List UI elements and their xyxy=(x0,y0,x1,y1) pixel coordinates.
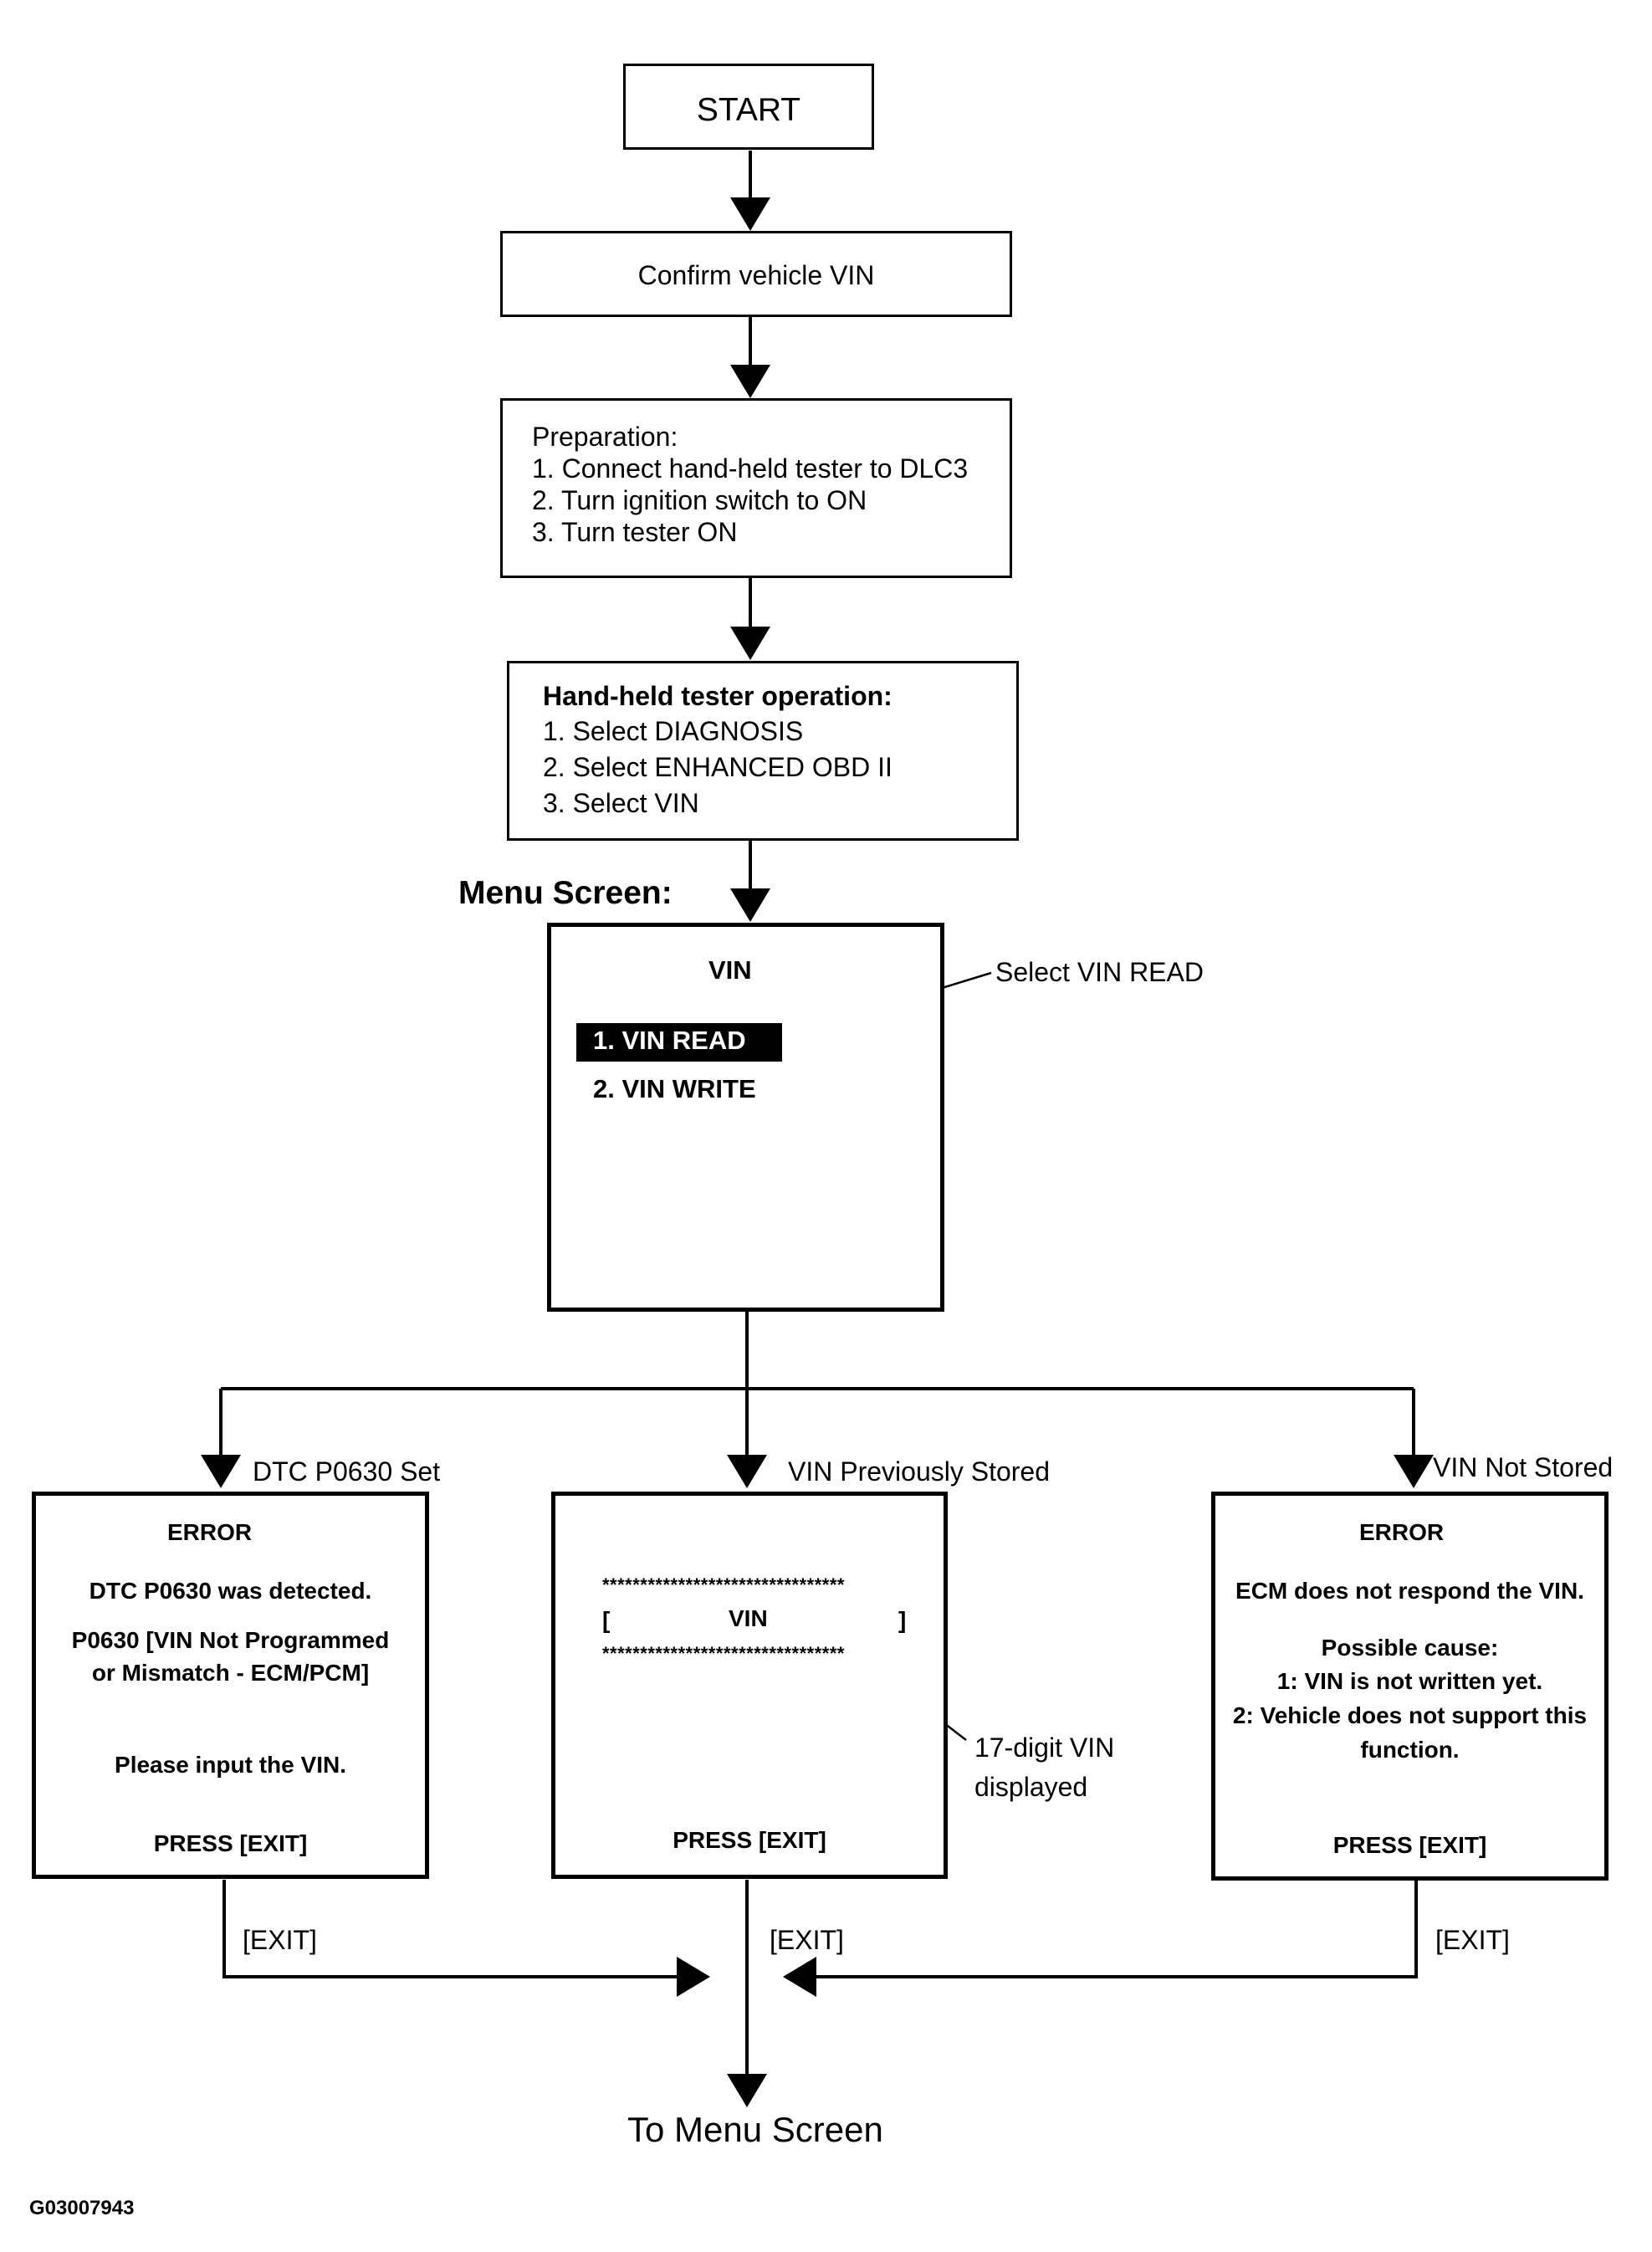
error-dtc-line: P0630 [VIN Not Programmed xyxy=(71,1627,390,1653)
callout-17-digit-vin: 17-digit VIN xyxy=(974,1733,1115,1763)
error-not-stored-line: Possible cause: xyxy=(1321,1635,1499,1661)
exit-label-right: [EXIT] xyxy=(1435,1925,1510,1955)
error-not-stored-line: 2: Vehicle does not support this xyxy=(1232,1702,1588,1728)
vin-stars-bottom: ******************************** xyxy=(602,1643,845,1664)
exit-line-left xyxy=(222,1880,710,1997)
menu-screen-title: VIN xyxy=(708,955,752,985)
branch-label-not-stored: VIN Not Stored xyxy=(1433,1452,1614,1482)
vin-label: VIN xyxy=(729,1605,768,1631)
start-label: START xyxy=(696,92,801,128)
vin-stored-box: ******************************** [ VIN ]… xyxy=(551,1492,948,1879)
tester-operation-box: Hand-held tester operation: 1. Select DI… xyxy=(507,661,1019,841)
tester-operation-step: 1. Select DIAGNOSIS xyxy=(543,716,804,746)
tester-operation-title: Hand-held tester operation: xyxy=(543,681,892,711)
error-dtc-box: ERROR DTC P0630 was detected. P0630 [VIN… xyxy=(32,1492,429,1879)
menu-item-vin-read[interactable]: 1. VIN READ xyxy=(576,1023,782,1062)
error-not-stored-line: ECM does not respond the VIN. xyxy=(1235,1578,1584,1604)
error-dtc-press-exit: PRESS [EXIT] xyxy=(153,1830,308,1856)
vin-bracket-left: [ xyxy=(602,1607,611,1633)
preparation-step: 2. Turn ignition switch to ON xyxy=(532,485,867,515)
callout-select-vin-read: Select VIN READ xyxy=(995,957,1204,987)
exit-label-center: [EXIT] xyxy=(770,1925,844,1955)
error-dtc-title: ERROR xyxy=(167,1519,253,1545)
menu-screen-label: Menu Screen: xyxy=(458,875,673,911)
error-dtc-line: DTC P0630 was detected. xyxy=(89,1578,372,1604)
callout-displayed: displayed xyxy=(974,1772,1088,1802)
confirm-vin-label: Confirm vehicle VIN xyxy=(637,260,875,290)
start-box: START xyxy=(623,64,874,150)
confirm-vin-box: Confirm vehicle VIN xyxy=(500,231,1012,317)
branch-label-stored: VIN Previously Stored xyxy=(788,1456,1051,1487)
branch-label-dtc: DTC P0630 Set xyxy=(253,1456,441,1487)
preparation-box: Preparation: 1. Connect hand-held tester… xyxy=(500,398,1012,578)
error-not-stored-box: ERROR ECM does not respond the VIN. Poss… xyxy=(1211,1492,1609,1881)
to-menu-screen-label: To Menu Screen xyxy=(627,2110,883,2149)
error-not-stored-line: 1: VIN is not written yet. xyxy=(1276,1668,1543,1694)
error-not-stored-title: ERROR xyxy=(1359,1519,1445,1545)
menu-item-vin-write[interactable]: 2. VIN WRITE xyxy=(593,1074,756,1103)
vin-stars-top: ******************************** xyxy=(602,1574,845,1595)
error-not-stored-press-exit: PRESS [EXIT] xyxy=(1332,1832,1487,1858)
error-dtc-line: Please input the VIN. xyxy=(115,1752,346,1778)
preparation-step: 1. Connect hand-held tester to DLC3 xyxy=(532,453,969,484)
exit-label-left: [EXIT] xyxy=(243,1925,317,1955)
menu-screen-box: VIN 1. VIN READ 2. VIN WRITE xyxy=(547,923,944,1312)
exit-line-right xyxy=(783,1880,1418,1997)
vin-bracket-right: ] xyxy=(898,1607,907,1633)
error-not-stored-line: function. xyxy=(1360,1737,1460,1763)
tester-operation-step: 3. Select VIN xyxy=(543,788,699,818)
preparation-step: 3. Turn tester ON xyxy=(532,517,738,547)
tester-operation-step: 2. Select ENHANCED OBD II xyxy=(543,752,892,782)
vin-stored-press-exit: PRESS [EXIT] xyxy=(673,1827,826,1853)
preparation-title: Preparation: xyxy=(532,422,678,452)
error-dtc-line: or Mismatch - ECM/PCM] xyxy=(91,1660,370,1686)
figure-id: G03007943 xyxy=(29,2197,135,2219)
